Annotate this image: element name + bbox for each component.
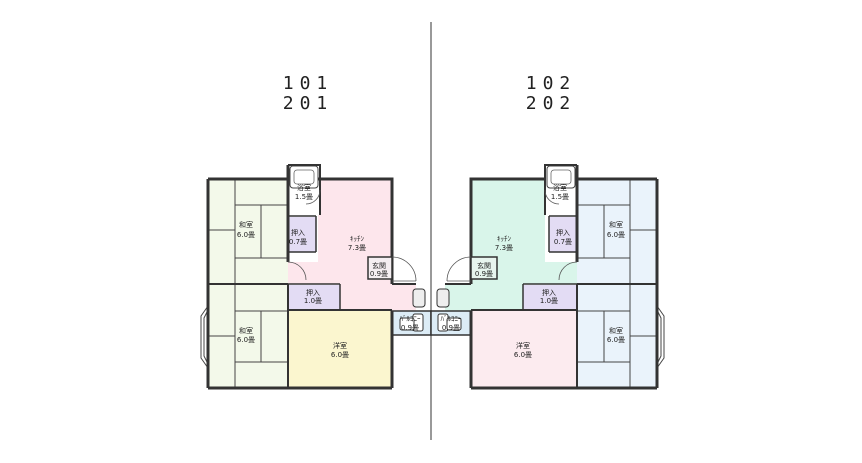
right-oshiire-large-size: 1.0畳 <box>540 297 558 305</box>
left-washitsu-top-name: 和室 <box>239 220 253 229</box>
left-kitchen-size: 7.3畳 <box>348 244 366 252</box>
right-genkan-name: 玄関 <box>477 261 491 270</box>
right-washitsu-top-name: 和室 <box>609 220 623 229</box>
left-washitsu-top-room <box>208 179 288 284</box>
left-bath-size: 1.5畳 <box>295 193 313 201</box>
left-youshitsu-room <box>288 311 392 388</box>
unit-label-101: 101 <box>283 73 334 94</box>
right-oshiire-large-name: 押入 <box>542 288 556 297</box>
right-bath-name: 浴室 <box>553 183 567 192</box>
left-balcony-name: ﾊﾞﾙｺﾆｰ <box>400 315 421 323</box>
left-genkan <box>367 256 393 280</box>
left-oshiire-large <box>288 285 340 309</box>
left-youshitsu-name: 洋室 <box>333 341 347 350</box>
right-youshitsu-size: 6.0畳 <box>514 351 532 359</box>
right-balcony-size: 0.9畳 <box>442 324 460 332</box>
right-kitchen-name: ｷｯﾁﾝ <box>497 235 511 243</box>
right-balcony-name: ﾊﾞﾙｺﾆｰ <box>441 315 462 323</box>
left-youshitsu-size: 6.0畳 <box>331 351 349 359</box>
unit-label-202: 202 <box>526 93 577 114</box>
right-oshiire-large <box>523 285 577 309</box>
right-washitsu-top-room <box>577 179 657 284</box>
left-oshiire-small-size: 0.7畳 <box>289 238 307 246</box>
left-oshiire-large-name: 押入 <box>306 288 320 297</box>
right-bath-size: 1.5畳 <box>551 193 569 201</box>
left-genkan-size: 0.9畳 <box>370 270 388 278</box>
right-kitchen-size: 7.3畳 <box>495 244 513 252</box>
right-youshitsu-room <box>471 311 577 388</box>
left-bath-name: 浴室 <box>297 183 311 192</box>
right-genkan <box>470 256 498 280</box>
right-unit: 浴室 1.5畳 和室 6.0畳 押入 0.7畳 ｷｯﾁﾝ 7.3畳 玄関 0.9… <box>430 164 665 390</box>
right-youshitsu-name: 洋室 <box>516 341 530 350</box>
left-oshiire-large-size: 1.0畳 <box>304 297 322 305</box>
left-genkan-name: 玄関 <box>372 261 386 270</box>
left-balcony-size: 0.9畳 <box>401 324 419 332</box>
left-kitchen-name: ｷｯﾁﾝ <box>350 235 364 243</box>
right-washitsu-top-size: 6.0畳 <box>607 231 625 239</box>
right-washitsu-bottom-name: 和室 <box>609 326 623 335</box>
left-washitsu-bottom-name: 和室 <box>239 326 253 335</box>
left-washitsu-top-size: 6.0畳 <box>237 231 255 239</box>
left-unit: 浴室 1.5畳 和室 6.0畳 押入 0.7畳 ｷｯﾁﾝ 7.3畳 玄関 0.9… <box>200 164 432 390</box>
left-oshiire-small-name: 押入 <box>291 228 305 237</box>
right-washitsu-bottom-size: 6.0畳 <box>607 336 625 344</box>
left-washitsu-bottom-size: 6.0畳 <box>237 336 255 344</box>
unit-label-201: 201 <box>283 93 334 114</box>
right-oshiire-small <box>549 217 577 252</box>
right-oshiire-small-name: 押入 <box>556 228 570 237</box>
right-oshiire-small-size: 0.7畳 <box>554 238 572 246</box>
right-genkan-size: 0.9畳 <box>475 270 493 278</box>
left-oshiire-small <box>288 217 316 252</box>
unit-label-102: 102 <box>526 73 577 94</box>
